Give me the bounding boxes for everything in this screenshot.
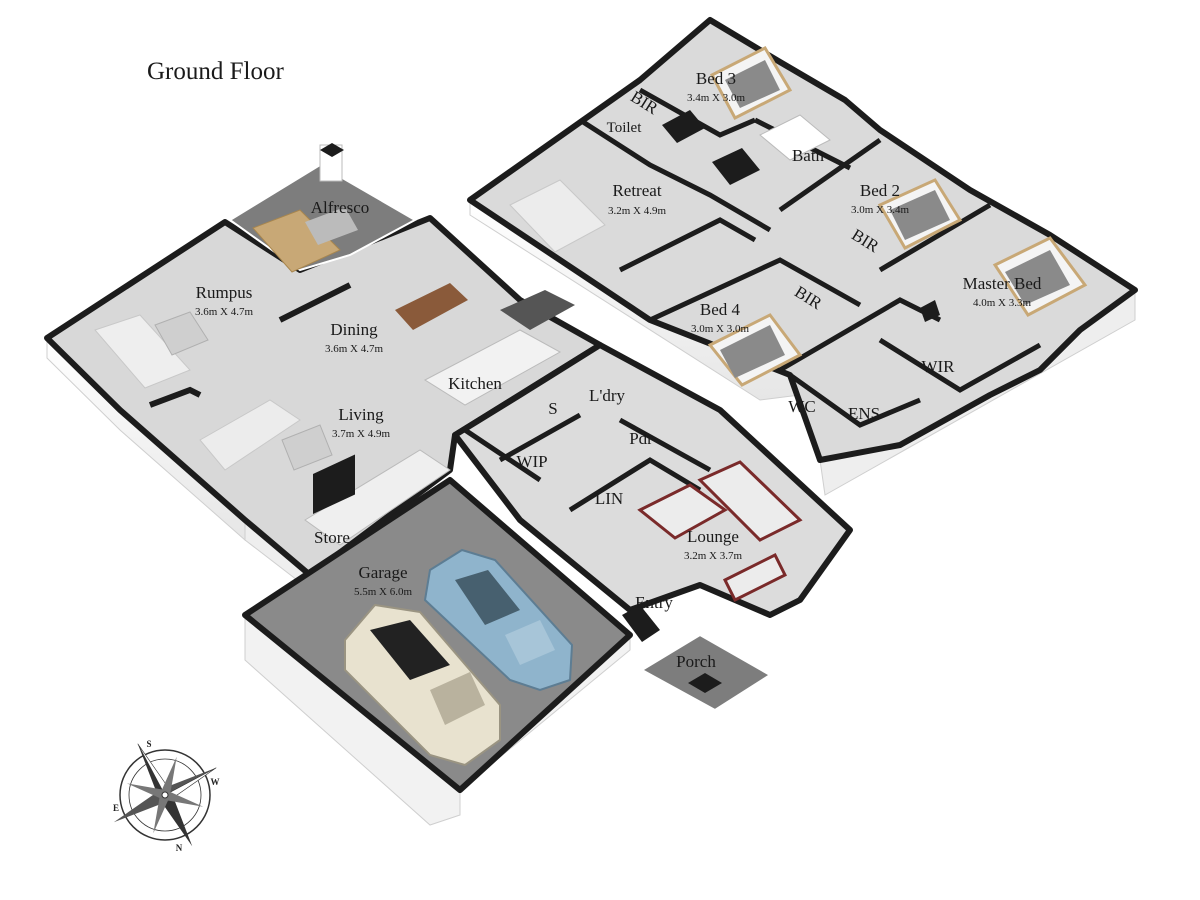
car-white [344, 603, 501, 767]
label-toilet: Toilet [607, 120, 643, 136]
label-wip: WIP [516, 452, 547, 471]
dims-bed3: 3.4m X 3.0m [687, 92, 746, 104]
dims-garage: 5.5m X 6.0m [354, 586, 413, 598]
left-wing [44, 143, 603, 592]
dims-master: 4.0m X 3.3m [973, 297, 1032, 309]
label-ens: ENS [848, 404, 880, 423]
dims-dining: 3.6m X 4.7m [325, 343, 384, 355]
compass-rose: N S E W [113, 739, 220, 853]
compass-s: S [146, 739, 151, 749]
label-porch: Porch [676, 652, 716, 671]
compass-w: W [211, 777, 220, 787]
label-garage: Garage [358, 563, 407, 582]
right-wing [467, 17, 1138, 496]
label-wc: WC [788, 397, 815, 416]
garage [242, 477, 633, 826]
label-pdr: Pdr [629, 429, 653, 448]
compass-n: N [176, 843, 183, 853]
dims-bed4: 3.0m X 3.0m [691, 323, 750, 335]
label-bed2: Bed 2 [860, 181, 900, 200]
label-bath: Bath [792, 146, 825, 165]
label-retreat: Retreat [612, 181, 661, 200]
label-wir: WIR [921, 357, 955, 376]
dims-rumpus: 3.6m X 4.7m [195, 306, 254, 318]
center-wing [452, 342, 853, 712]
dims-living: 3.7m X 4.9m [332, 428, 391, 440]
label-bed3: Bed 3 [696, 69, 736, 88]
label-entry: Entry [635, 593, 673, 612]
car-blue [423, 548, 574, 692]
label-dining: Dining [330, 320, 378, 339]
label-alfresco: Alfresco [311, 198, 370, 217]
room-labels: Bed 3 3.4m X 3.0m BIR Toilet Bath Alfres… [195, 69, 1042, 671]
dims-bed2: 3.0m X 3.4m [851, 204, 910, 216]
compass-e: E [113, 803, 119, 813]
label-lin: LIN [595, 489, 623, 508]
label-lounge: Lounge [687, 527, 739, 546]
dims-retreat: 3.2m X 4.9m [608, 205, 667, 217]
label-master: Master Bed [963, 274, 1042, 293]
dims-lounge: 3.2m X 3.7m [684, 550, 743, 562]
page-title: Ground Floor [147, 58, 284, 85]
label-s: S [548, 399, 557, 418]
label-bed4: Bed 4 [700, 300, 741, 319]
label-store: Store [314, 528, 350, 547]
label-rumpus: Rumpus [196, 283, 253, 302]
label-living: Living [338, 405, 384, 424]
label-kitchen: Kitchen [448, 374, 502, 393]
label-ldry: L'dry [589, 386, 626, 405]
